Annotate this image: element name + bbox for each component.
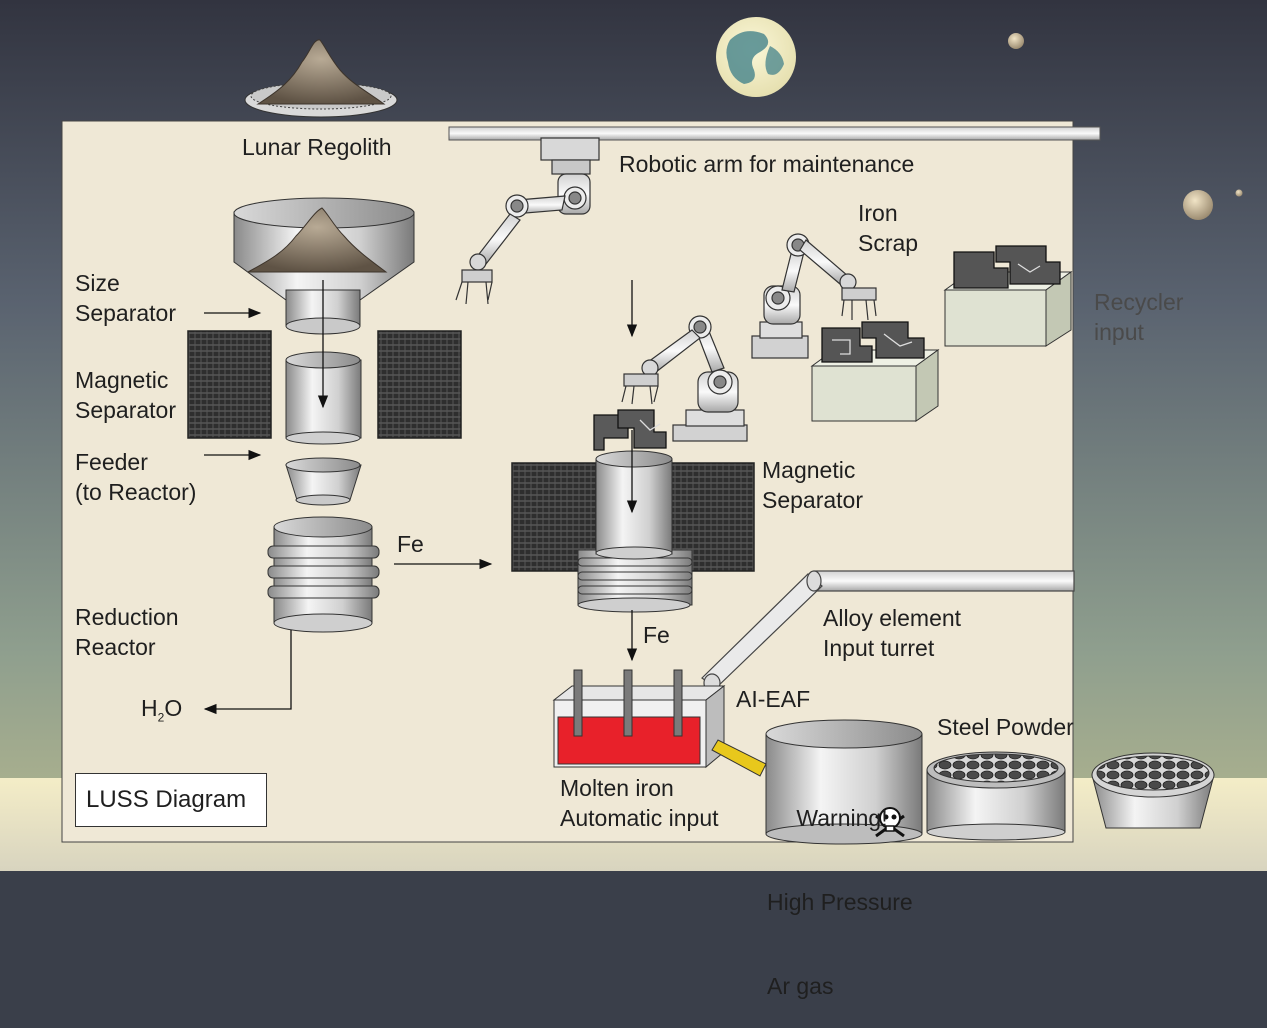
steel-powder-container-icon — [926, 751, 1066, 841]
legend-box: LUSS Diagram — [75, 773, 267, 827]
planet-icon — [1183, 190, 1213, 220]
label-ai-eaf: AI-EAF — [736, 686, 811, 712]
label-steel-powder: Steel Powder — [937, 714, 1074, 740]
label-molten-iron: Molten iron Automatic input — [560, 775, 719, 831]
earth-moon-icon — [716, 17, 796, 97]
label-feeder: Feeder (to Reactor) — [75, 449, 197, 505]
arrow-h2o — [203, 630, 292, 715]
ai-eaf-furnace-icon — [552, 669, 767, 777]
recycler-scrap-pile-icon — [953, 245, 1061, 289]
robotic-arm-loader-icon — [621, 315, 748, 442]
steel-powder-bowl-icon — [1091, 752, 1215, 829]
label-size-separator: Size Separator — [75, 270, 177, 326]
small-planet-icon — [1008, 33, 1024, 49]
size-separator-hopper-icon — [233, 197, 415, 335]
label-fe-eaf: Fe — [643, 622, 670, 648]
warning-line-2: High Pressure — [767, 889, 913, 915]
warning-line-1: Warning! — [796, 805, 888, 831]
magnet-left-icon — [187, 330, 272, 439]
lunar-regolith-pile-icon — [244, 39, 398, 118]
maintenance-rail — [448, 126, 1101, 141]
label-magnetic-separator-left: Magnetic Separator — [75, 367, 177, 423]
legend-title: LUSS Diagram — [86, 786, 247, 813]
label-reduction-reactor: Reduction Reactor — [75, 604, 179, 660]
robotic-arm-scrap-icon — [751, 233, 877, 359]
label-alloy-element: Alloy element Input turret — [823, 605, 962, 661]
label-recycler-input: Recycler input — [1094, 289, 1184, 345]
label-fe-reactor: Fe — [397, 531, 424, 557]
magnetic-separator-right-cylinder-icon — [577, 450, 693, 613]
label-robotic-arm: Robotic arm for maintenance — [619, 151, 915, 177]
magnet-right-icon — [377, 330, 462, 439]
label-magnetic-separator-right: Magnetic Separator — [762, 457, 864, 513]
iron-scrap-pile-icon — [821, 321, 925, 363]
star-icon — [1235, 189, 1243, 197]
alloy-input-pipe-icon — [701, 570, 1075, 693]
reduction-reactor-icon — [267, 516, 380, 633]
feeder-bowl-icon — [285, 457, 362, 506]
robotic-arm-maintenance-icon — [455, 137, 600, 305]
label-iron-scrap: Iron Scrap — [858, 200, 919, 256]
skull-crossbones-icon — [875, 807, 905, 838]
warning-line-3: Ar gas — [767, 973, 834, 999]
label-h2o: H2O — [141, 695, 183, 725]
iron-scrap-pile-icon-center — [593, 409, 667, 451]
label-lunar-regolith: Lunar Regolith — [242, 134, 392, 160]
warning-label: Warning! High Pressure Ar gas — [767, 748, 927, 1028]
luss-diagram-scene — [0, 0, 1267, 871]
